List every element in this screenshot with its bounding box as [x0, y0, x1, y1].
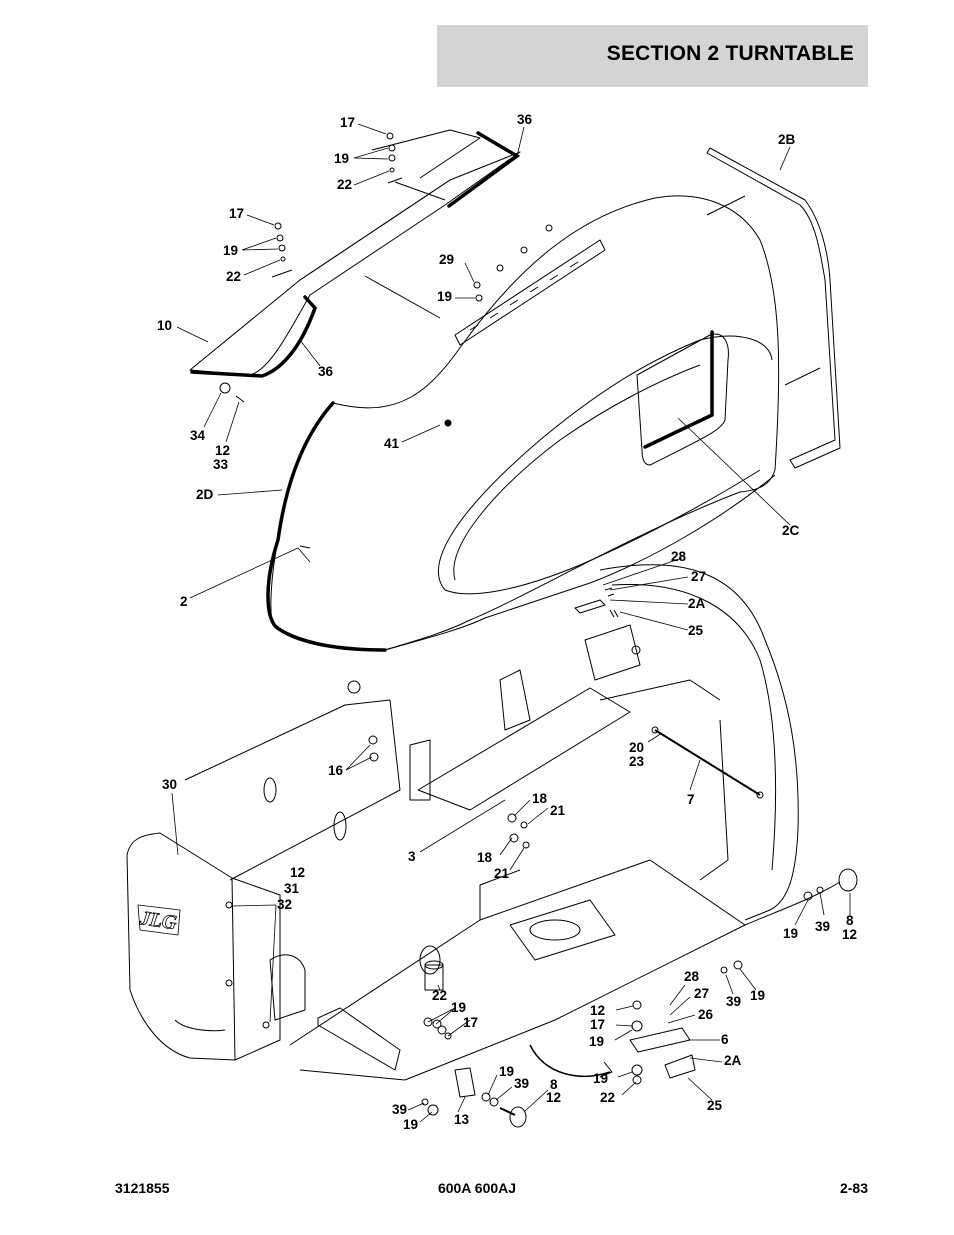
callout: 12 [546, 1090, 561, 1105]
callout: 39 [392, 1102, 407, 1117]
callout: 17 [590, 1017, 605, 1032]
section-banner: SECTION 2 TURNTABLE [437, 25, 868, 87]
callout: 19 [334, 151, 349, 166]
callout: 20 [629, 740, 644, 755]
callout: 2C [782, 523, 800, 538]
callout: 32 [277, 897, 292, 912]
callout: 2 [180, 594, 188, 609]
callout: 39 [815, 919, 830, 934]
callout: 19 [223, 243, 238, 258]
callout: 18 [532, 791, 548, 806]
callout: 19 [437, 289, 452, 304]
callout: 27 [694, 986, 709, 1001]
callout: 21 [550, 803, 566, 818]
callout: 25 [707, 1098, 723, 1113]
callout: 36 [318, 364, 334, 379]
callout-labels: 17 19 22 36 17 19 22 10 36 34 12 33 29 1… [157, 112, 857, 1132]
callout: 29 [439, 252, 454, 267]
callout: 26 [698, 1007, 714, 1022]
callout: 2A [724, 1053, 742, 1068]
jlg-logo-plate [137, 904, 181, 936]
upper-cover-2 [270, 195, 821, 651]
callout: 28 [684, 969, 700, 984]
callout: 23 [629, 754, 645, 769]
callout: 19 [499, 1064, 514, 1079]
callout: 8 [550, 1077, 558, 1092]
callout: 2A [688, 596, 706, 611]
callout: 41 [384, 436, 400, 451]
callout: 17 [340, 115, 355, 130]
callout: 19 [589, 1034, 604, 1049]
callout: 31 [284, 881, 300, 896]
callout: 25 [688, 623, 704, 638]
callout: 12 [590, 1003, 605, 1018]
callout: 27 [691, 569, 706, 584]
callout: 3 [408, 849, 416, 864]
callout: 2B [778, 132, 796, 147]
callout: 13 [454, 1112, 470, 1127]
callout: 30 [162, 777, 177, 792]
page-number: 2-83 [839, 1180, 868, 1196]
callout: 17 [463, 1015, 478, 1030]
leader-lines [171, 123, 851, 1123]
trim-2B [706, 147, 841, 469]
callout: 22 [600, 1090, 615, 1105]
callout: 17 [229, 206, 244, 221]
callout: 6 [721, 1032, 729, 1047]
model-name: 600A 600AJ [437, 1180, 517, 1196]
callout: 21 [494, 866, 510, 881]
hardware-glyphs [219, 132, 824, 1128]
callout: 22 [432, 988, 447, 1003]
section-title: SECTION 2 TURNTABLE [606, 42, 854, 65]
callout: 12 [290, 865, 305, 880]
callout: 19 [451, 1000, 466, 1015]
callout: 19 [783, 926, 798, 941]
lower-cover-frame [126, 564, 858, 1098]
callout: 39 [726, 994, 741, 1009]
callout: 19 [403, 1117, 418, 1132]
callout: 16 [328, 763, 344, 778]
callout: 39 [514, 1076, 529, 1091]
callout: 12 [842, 927, 857, 942]
callout: 18 [477, 850, 493, 865]
callout: 8 [846, 913, 854, 928]
callout: 12 [215, 443, 230, 458]
callout: 36 [517, 112, 533, 127]
doc-number: 3121855 [115, 1180, 170, 1196]
callout: 22 [226, 269, 241, 284]
callout: 28 [671, 549, 687, 564]
callout: 33 [213, 457, 229, 472]
callout: 7 [687, 792, 695, 807]
callout: 19 [750, 988, 765, 1003]
callout: 2D [196, 487, 214, 502]
callout: 10 [157, 318, 172, 333]
callout: 34 [190, 428, 206, 443]
seal-strips [190, 131, 714, 652]
callout: 19 [593, 1071, 608, 1086]
callout: 22 [337, 177, 352, 192]
